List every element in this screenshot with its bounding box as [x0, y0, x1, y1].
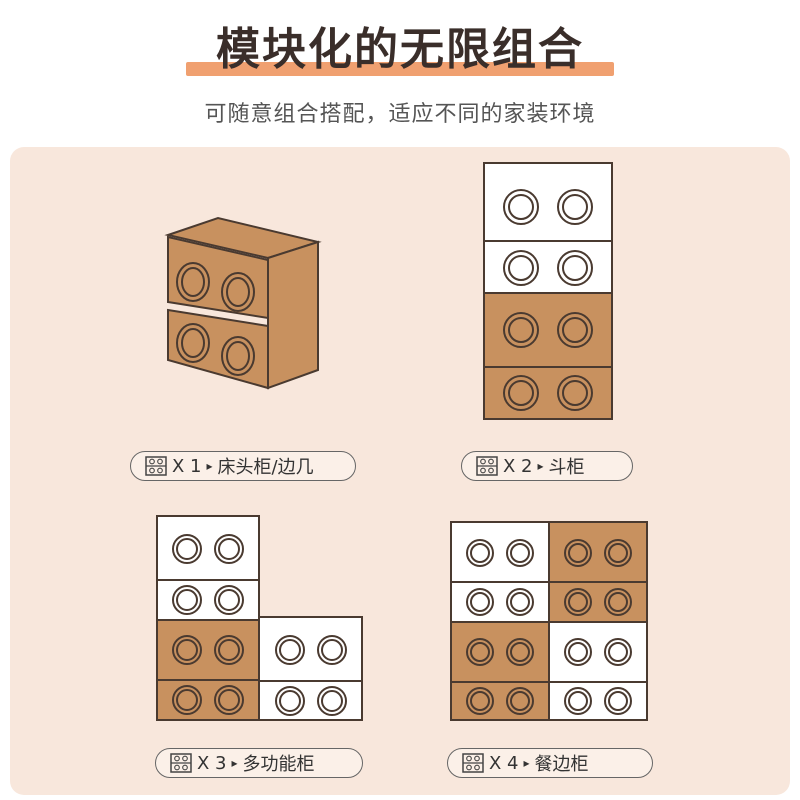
- multifunction-illustration: [156, 515, 363, 721]
- combo-count: X 2: [503, 455, 533, 477]
- combo-name: 餐边柜: [534, 754, 589, 775]
- combo-count: X 3: [197, 752, 227, 774]
- module-icon: [476, 456, 498, 476]
- combo-name: 斗柜: [548, 457, 585, 478]
- combo-count: X 4: [489, 752, 519, 774]
- module-icon: [145, 456, 167, 476]
- combo-label-2: X 2 ▸ 斗柜: [461, 451, 633, 481]
- sideboard-illustration: [450, 521, 648, 721]
- page-subtitle: 可随意组合搭配，适应不同的家装环境: [204, 102, 596, 127]
- module-icon: [462, 753, 484, 773]
- combo-count: X 1: [172, 455, 202, 477]
- arrow-right-icon: ▸: [537, 459, 544, 473]
- nightstand-illustration: [164, 216, 322, 390]
- combo-label-4: X 4 ▸ 餐边柜: [447, 748, 653, 778]
- arrow-right-icon: ▸: [206, 459, 213, 473]
- combo-label-1: X 1 ▸ 床头柜/边几: [130, 451, 356, 481]
- header: 模块化的无限组合 可随意组合搭配，适应不同的家装环境: [0, 0, 800, 145]
- arrow-right-icon: ▸: [231, 756, 238, 770]
- page-title: 模块化的无限组合: [216, 24, 584, 75]
- chest-illustration: [483, 162, 613, 420]
- combo-label-3: X 3 ▸ 多功能柜: [155, 748, 363, 778]
- module-icon: [170, 753, 192, 773]
- combo-name: 床头柜/边几: [217, 457, 314, 478]
- combo-name: 多功能柜: [242, 754, 315, 775]
- title-underline: [186, 62, 614, 76]
- arrow-right-icon: ▸: [523, 756, 530, 770]
